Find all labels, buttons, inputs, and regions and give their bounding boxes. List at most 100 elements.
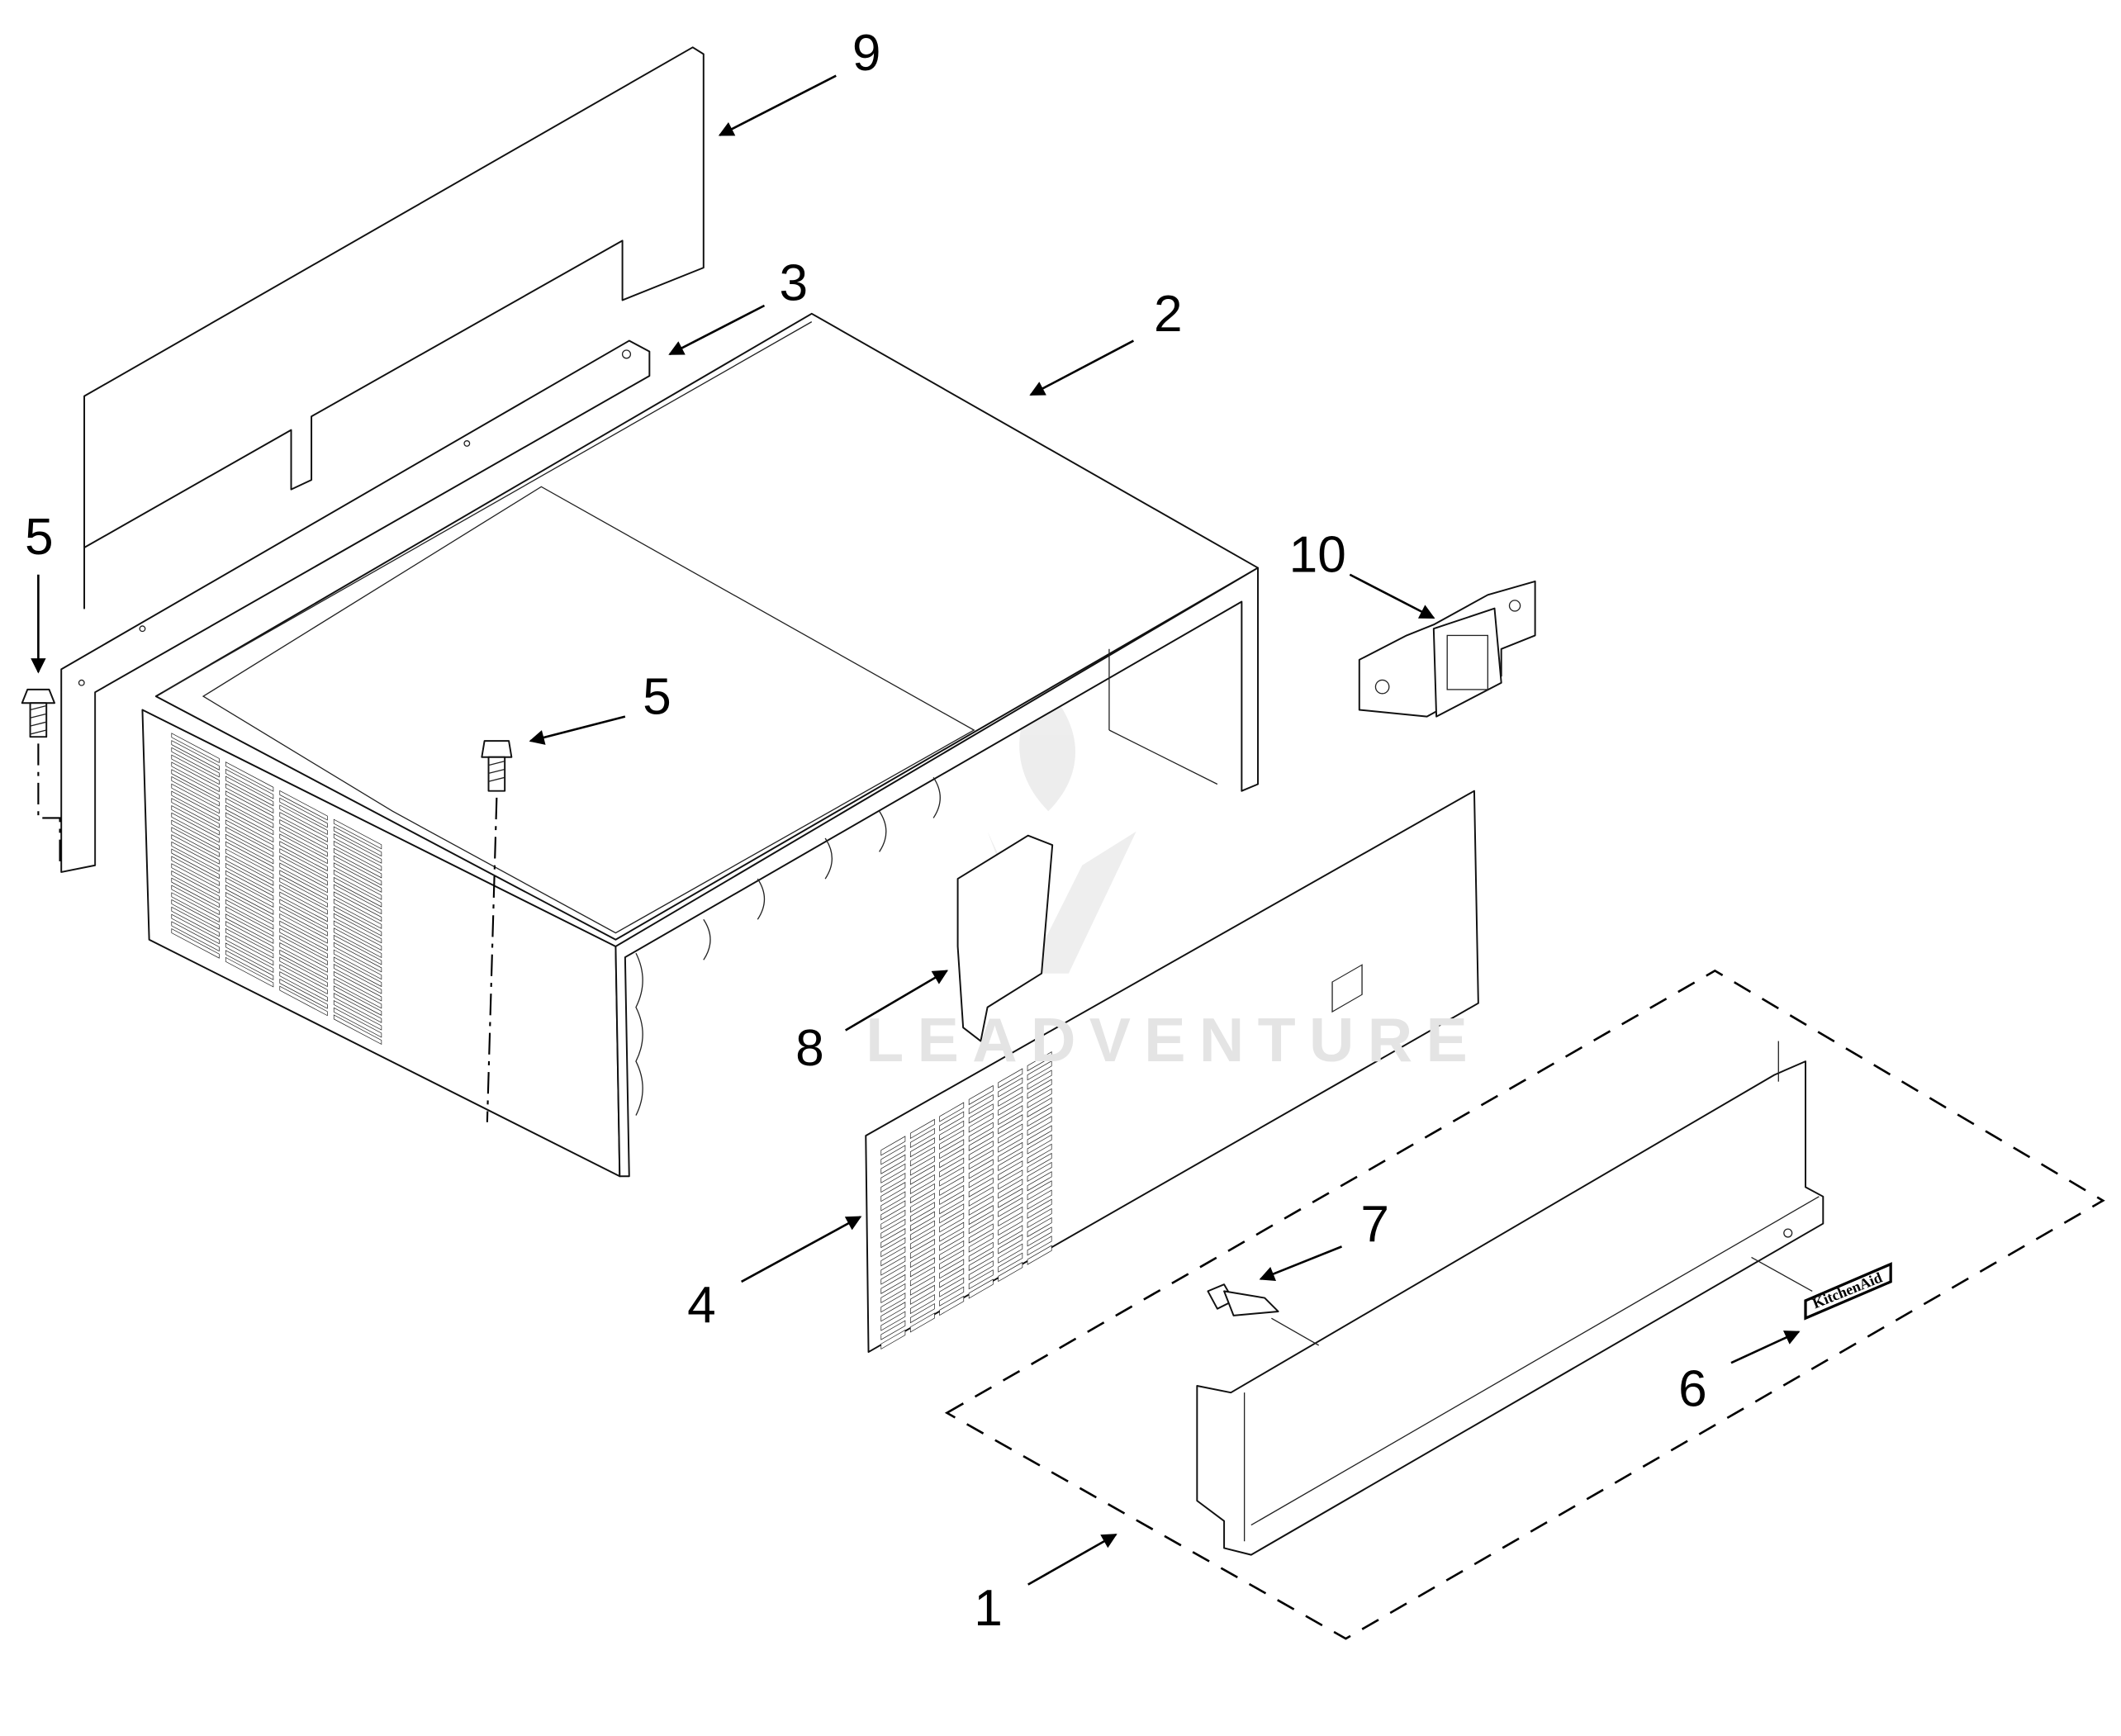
grille-slot [172, 770, 220, 799]
grille-slot [225, 834, 273, 864]
grille-slot [172, 856, 220, 886]
part-5-screw-left [21, 688, 61, 866]
callouts: 9 3 2 5 10 5 8 4 7 6 1 [25, 25, 1801, 1637]
grille-slot [910, 1221, 934, 1240]
grille-slot [225, 870, 273, 900]
grille-slot [940, 1213, 964, 1232]
callout-5-center: 5 [643, 668, 671, 725]
part-6-badge: KitchenAid [1751, 1256, 1892, 1321]
part-8-plate [956, 834, 1054, 1042]
grille-slot [940, 1167, 964, 1186]
grille-slot [999, 1087, 1023, 1106]
grille-slot [1027, 1190, 1051, 1209]
grille-slot [1027, 1144, 1051, 1163]
grille-slot [999, 1069, 1023, 1088]
grille-slot [999, 1188, 1023, 1207]
grille-slot [1027, 1208, 1051, 1227]
grille-slot [225, 914, 273, 944]
grille-slot [969, 1187, 993, 1206]
grille-slot [225, 776, 273, 806]
grille-slot [334, 950, 382, 979]
arrow-8 [845, 970, 949, 1032]
grille-slot [172, 914, 220, 944]
grille-slot [910, 1304, 934, 1323]
grille-slot [334, 913, 382, 943]
grille-slot [172, 929, 220, 959]
callout-4: 4 [687, 1277, 716, 1334]
grille-slot [940, 1204, 964, 1223]
grille-slot [881, 1192, 905, 1211]
grille-slot [969, 1160, 993, 1179]
grille-slot [910, 1128, 934, 1147]
grille-slot [1027, 1079, 1051, 1098]
grille-slot [881, 1247, 905, 1266]
grille-slot [999, 1207, 1023, 1226]
grille-slot [969, 1095, 993, 1114]
grille-slot [172, 871, 220, 901]
grille-slot [940, 1185, 964, 1204]
grille-slot [225, 863, 273, 893]
grille-slot [969, 1131, 993, 1150]
grille-slot [1027, 1227, 1051, 1246]
grille-slot [225, 769, 273, 799]
grille-slot [172, 813, 220, 842]
grille-slot [999, 1244, 1023, 1263]
grille-slot [881, 1155, 905, 1174]
grille-slot [999, 1235, 1023, 1254]
grille-slot [280, 878, 328, 908]
grille-slot [881, 1210, 905, 1229]
watermark-text: LEADVENTURE [866, 1005, 1481, 1074]
part-7-screw [1207, 1283, 1320, 1346]
grille-slot [940, 1195, 964, 1214]
grille-slot [1027, 1070, 1051, 1089]
grille-slot [881, 1321, 905, 1340]
grille-slot [999, 1115, 1023, 1134]
grille-slot [334, 870, 382, 900]
grille-slot [280, 856, 328, 885]
grille-slot [881, 1201, 905, 1220]
grille-slot [999, 1133, 1023, 1152]
grille-slot [334, 965, 382, 994]
grille-slot [280, 849, 328, 879]
grille-slot [280, 842, 328, 871]
grille-slot [881, 1229, 905, 1248]
grille-slot [999, 1161, 1023, 1180]
grille-slot [172, 755, 220, 785]
grille-slot [280, 820, 328, 850]
grille-slot [172, 864, 220, 894]
grille-slot [999, 1078, 1023, 1097]
grille-slot [225, 784, 273, 813]
grille-slot [334, 899, 382, 929]
grille-slot [172, 842, 220, 871]
grille-slot [334, 856, 382, 885]
grille-slot [334, 1001, 382, 1031]
grille-slot [225, 885, 273, 915]
grille-slot [225, 762, 273, 792]
grille-slot [225, 805, 273, 835]
grille-slot [1027, 1126, 1051, 1145]
grille-slot [940, 1103, 964, 1122]
grille-slot [881, 1238, 905, 1257]
grille-slot [1027, 1172, 1051, 1191]
grille-slot [1027, 1135, 1051, 1154]
grille-slot [225, 936, 273, 965]
part-9-back-panel [83, 46, 705, 609]
grille-slot [334, 942, 382, 972]
grille-slot [881, 1265, 905, 1284]
grille-slot [280, 936, 328, 965]
grille-slot [280, 805, 328, 835]
arrow-6 [1730, 1330, 1801, 1364]
callout-5-left: 5 [25, 509, 54, 566]
grille-slot [334, 834, 382, 864]
grille-slot [881, 1164, 905, 1183]
grille-slot [1027, 1236, 1051, 1255]
grille-slot [334, 848, 382, 878]
grille-slot [940, 1269, 964, 1288]
grille-slot [280, 834, 328, 864]
grille-slot [969, 1279, 993, 1298]
grille-slot [940, 1130, 964, 1149]
grille-slot [969, 1141, 993, 1160]
grille-slot [969, 1215, 993, 1234]
grille-slot [280, 986, 328, 1016]
grille-slot [280, 950, 328, 979]
